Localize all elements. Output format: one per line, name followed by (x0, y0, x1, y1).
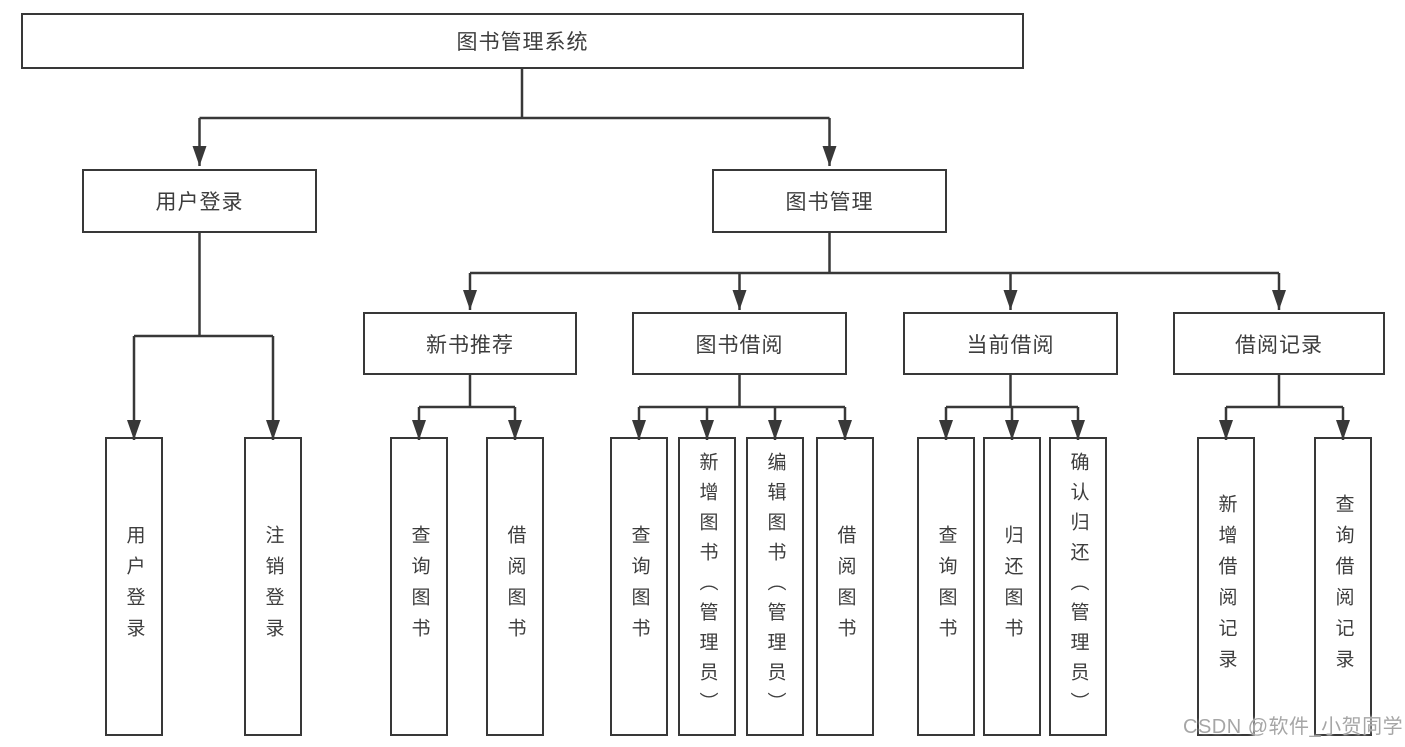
node-book-borrowing: 图书借阅 (632, 312, 847, 375)
leaf-confirm-return-admin-label: 确认归还（管理员） (1067, 451, 1089, 722)
leaf-borrowing-query-books-label: 查询图书 (628, 524, 650, 649)
leaf-edit-books-admin: 编辑图书（管理员） (746, 437, 804, 736)
leaf-edit-books-admin-label: 编辑图书（管理员） (764, 451, 786, 722)
leaf-recommend-borrow-books-label: 借阅图书 (504, 524, 526, 649)
leaf-current-query-books: 查询图书 (917, 437, 975, 736)
node-user-login-branch: 用户登录 (82, 169, 317, 233)
leaf-user-login-label: 用户登录 (123, 524, 145, 649)
leaf-borrowing-borrow-books: 借阅图书 (816, 437, 874, 736)
leaf-recommend-borrow-books: 借阅图书 (486, 437, 544, 736)
node-new-book-recommendation-label: 新书推荐 (426, 333, 514, 357)
leaf-recommend-query-books: 查询图书 (390, 437, 448, 736)
leaf-confirm-return-admin: 确认归还（管理员） (1049, 437, 1107, 736)
leaf-return-books-label: 归还图书 (1001, 524, 1023, 649)
leaf-logout-login: 注销登录 (244, 437, 302, 736)
watermark: CSDN @软件_小贺同学 (1183, 716, 1404, 738)
leaf-return-books: 归还图书 (983, 437, 1041, 736)
leaf-recommend-query-books-label: 查询图书 (408, 524, 430, 649)
node-book-borrowing-label: 图书借阅 (695, 333, 784, 357)
node-current-borrowing-label: 当前借阅 (966, 333, 1055, 357)
node-root-label: 图书管理系统 (456, 31, 589, 54)
leaf-user-login: 用户登录 (105, 437, 163, 736)
leaf-query-borrow-record: 查询借阅记录 (1314, 437, 1372, 736)
leaf-add-borrow-record: 新增借阅记录 (1197, 437, 1255, 736)
node-root: 图书管理系统 (21, 13, 1024, 69)
node-borrowing-records: 借阅记录 (1173, 312, 1385, 375)
leaf-add-books-admin-label: 新增图书（管理员） (696, 451, 718, 722)
node-current-borrowing: 当前借阅 (903, 312, 1118, 375)
leaf-current-query-books-label: 查询图书 (935, 524, 957, 649)
node-book-management-label: 图书管理 (785, 191, 874, 214)
leaf-borrowing-borrow-books-label: 借阅图书 (834, 524, 856, 649)
node-borrowing-records-label: 借阅记录 (1235, 333, 1323, 357)
node-new-book-recommendation: 新书推荐 (363, 312, 577, 375)
leaf-add-books-admin: 新增图书（管理员） (678, 437, 736, 736)
leaf-borrowing-query-books: 查询图书 (610, 437, 668, 736)
node-user-login-branch-label: 用户登录 (155, 191, 244, 214)
leaf-query-borrow-record-label: 查询借阅记录 (1332, 493, 1354, 680)
leaf-add-borrow-record-label: 新增借阅记录 (1215, 493, 1237, 680)
node-book-management: 图书管理 (712, 169, 947, 233)
leaf-logout-login-label: 注销登录 (262, 524, 284, 649)
